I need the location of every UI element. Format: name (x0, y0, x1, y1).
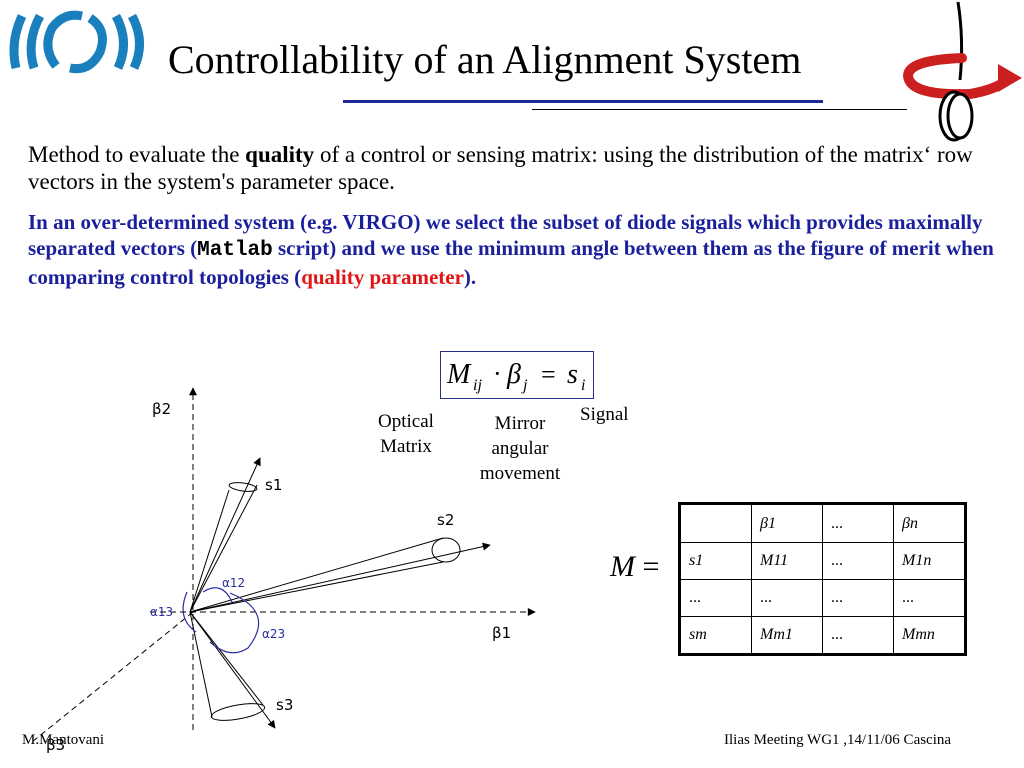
cone-s3-edge-b (189, 611, 264, 706)
matrix-cell: sm (679, 616, 752, 655)
equation-box: M ij · β j = s i (440, 351, 594, 399)
vector-diagram: β2 β1 β3 s1 s2 s3 α12 α13 α23 (31, 387, 536, 754)
method-text-3: ). (463, 265, 477, 289)
label-alpha12: α12 (222, 576, 245, 590)
method-text-2: script) and we use the minimum angle bet… (28, 236, 994, 289)
angle-arc-a23 (209, 592, 260, 654)
cone-s1-edge-b (189, 484, 258, 613)
method-matlab: Matlab (197, 239, 273, 262)
table-row: sm Mm1 ... Mmn (679, 616, 966, 655)
eq-beta: β (506, 359, 521, 390)
matrix-cell: M1n (893, 542, 966, 580)
label-optical-matrix: Optical Matrix (360, 409, 452, 459)
footer-author: M.Mantovani (22, 732, 105, 748)
table-row: s1 M11 ... M1n (679, 542, 966, 580)
label-s2: s2 (437, 511, 454, 529)
label-beta1: β1 (492, 624, 511, 642)
label-optical-line1: Optical (378, 411, 434, 432)
label-mirror-line2: angular (491, 438, 549, 459)
intro-text-2: of a control or sensing matrix: using th… (28, 142, 973, 194)
intro-paragraph: Method to evaluate the quality of a cont… (28, 141, 1003, 195)
method-text-1: In an over-determined system (e.g. VIRGO… (28, 210, 983, 260)
label-optical-line2: Matrix (380, 436, 432, 457)
eq-ij: ij (473, 377, 482, 394)
cone-s2-edge-a (189, 537, 444, 613)
matrix-cell: s1 (679, 542, 752, 580)
matrix-cell: Mmn (893, 616, 966, 655)
vector-s2 (189, 542, 491, 613)
label-beta3: β3 (46, 736, 65, 754)
title-underline (343, 100, 823, 103)
matrix-cell (679, 503, 752, 543)
matrix-cell: ... (679, 579, 752, 617)
angle-arc-a12 (202, 587, 233, 603)
footer-meeting: Ilias Meeting WG1 ,14/11/06 Cascina (724, 732, 952, 748)
eq-i: i (581, 377, 585, 394)
table-row: β1 ... βn (679, 503, 966, 543)
matrix-lhs-m: M (610, 550, 635, 583)
matrix-cell: ... (893, 579, 966, 617)
cone-s3-ellipse (210, 703, 266, 721)
rotating-mirror-icon (902, 1, 1022, 142)
cone-s1-edge-a (189, 489, 230, 613)
cone-s2-ellipse (431, 537, 461, 563)
label-mirror-line3: movement (479, 463, 561, 484)
cone-s1-ellipse (228, 482, 258, 492)
matrix-cell: ... (822, 503, 894, 543)
vector-s3 (189, 611, 276, 729)
matrix-cell: ... (751, 579, 823, 617)
eq-s: s (567, 359, 578, 390)
slide-title: Controllability of an Alignment System (168, 37, 802, 82)
label-signal: Signal (580, 404, 629, 425)
label-s3: s3 (276, 696, 293, 714)
label-beta2: β2 (152, 400, 171, 418)
eq-m: M (446, 359, 472, 390)
matrix-cell: β1 (751, 503, 823, 543)
axis-beta3 (31, 611, 194, 743)
label-alpha23: α23 (262, 627, 285, 641)
matrix-cell: ... (822, 542, 894, 580)
matrix-table: β1 ... βn s1 M11 ... M1n ... ... ... ...… (678, 502, 967, 656)
intro-text-1: Method to evaluate the (28, 142, 246, 167)
intro-bold-quality: quality (245, 142, 315, 167)
equation: M ij · β j = s i (446, 359, 585, 394)
matrix-cell: βn (893, 503, 966, 543)
method-paragraph: In an over-determined system (e.g. VIRGO… (28, 209, 1003, 290)
label-mirror-line1: Mirror (494, 413, 546, 434)
eq-j: j (521, 377, 528, 394)
eq-equals: = (541, 360, 556, 389)
label-mirror-movement: Mirror angular movement (462, 411, 578, 486)
angle-arc-a13 (182, 591, 197, 633)
method-quality-parameter: quality parameter (301, 265, 464, 289)
matrix-cell: ... (822, 579, 894, 617)
eq-dot: · (493, 359, 502, 388)
table-row: ... ... ... ... (679, 579, 966, 617)
matrix-cell: Mm1 (751, 616, 823, 655)
matrix-lhs: M = (610, 550, 659, 584)
cone-s2-edge-b (189, 561, 444, 613)
matrix-cell: ... (822, 616, 894, 655)
label-s1: s1 (265, 476, 282, 494)
matrix-cell: M11 (751, 542, 823, 580)
label-alpha13: α13 (150, 605, 173, 619)
title-thin-rule (532, 109, 907, 110)
virgo-logo-icon (9, 10, 144, 74)
matrix-lhs-equals: = (635, 550, 660, 583)
